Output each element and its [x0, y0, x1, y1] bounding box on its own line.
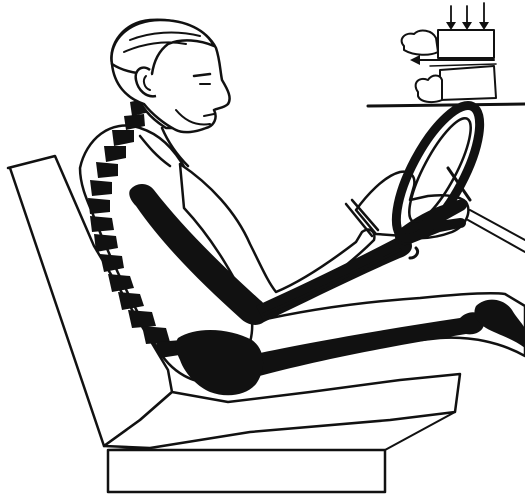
- upper-tissue-blob: [402, 31, 438, 55]
- lower-tissue-blob: [416, 76, 442, 103]
- seat-base: [108, 450, 385, 492]
- vertebra: [90, 180, 112, 196]
- head: [111, 20, 229, 132]
- pelvis-bone: [176, 330, 263, 395]
- upper-block: [438, 30, 494, 58]
- dashboard-line: [368, 104, 525, 106]
- vertebra: [88, 198, 110, 214]
- down-arrows-icon: [446, 3, 489, 30]
- vertebra: [90, 216, 114, 232]
- load-inset-diagram: [402, 3, 496, 102]
- vertebra: [96, 162, 118, 178]
- vertebra: [128, 310, 156, 328]
- lower-block: [440, 66, 496, 100]
